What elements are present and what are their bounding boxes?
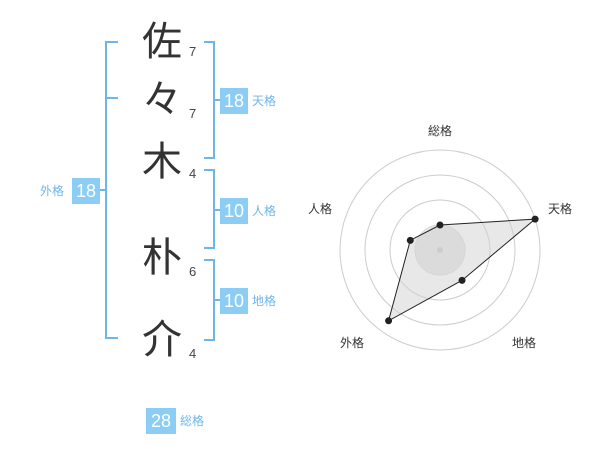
name-char-4: 朴 [142,235,182,281]
radar-label-tenkaku: 天格 [548,202,573,216]
name-char-5: 介 [142,317,182,363]
tenkaku-value: 18 [220,88,248,114]
stroke-count-4: 6 [189,264,197,279]
soukaku-label: 総格 [180,414,205,428]
soukaku-value: 28 [146,408,176,434]
tenkaku-label: 天格 [252,94,277,108]
name-char-2: 々 [142,77,182,123]
gaikaku-label: 外格 [40,184,65,198]
gaikaku-value: 18 [72,178,100,204]
stroke-count-2: 7 [189,106,197,121]
stroke-count-5: 4 [189,346,197,361]
stroke-count-3: 4 [189,166,197,181]
jinkaku-value: 10 [220,198,248,224]
radar-label-soukaku: 総格 [428,124,453,138]
name-char-3: 木 [142,139,182,185]
radar-point-1 [436,221,444,229]
radar-label-gaikaku: 外格 [340,336,365,350]
radar-point-5 [406,236,414,244]
radar-label-chikaku: 地格 [512,336,537,350]
chikaku-value: 10 [220,288,248,314]
radar-label-jinkaku: 人格 [308,202,333,216]
stroke-count-1: 7 [189,44,197,59]
radar-point-4 [385,317,393,325]
radar-center-dot [437,247,443,253]
radar-ring-4 [339,149,541,351]
radar-point-2 [531,215,539,223]
radar-ring-3 [364,174,516,326]
radar-point-3 [458,276,466,284]
radar-polygon [387,218,537,322]
name-char-1: 佐 [142,19,182,65]
chikaku-label: 地格 [252,294,277,308]
jinkaku-label: 人格 [252,204,277,218]
